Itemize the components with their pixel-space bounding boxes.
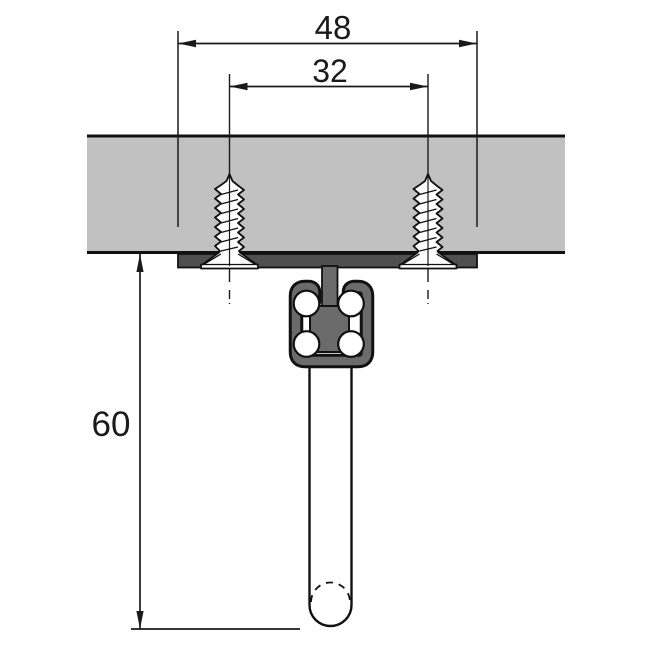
roller-top-right [337,289,365,318]
dimension-label-48: 48 [315,9,352,46]
dimension-label-60: 60 [92,405,131,444]
panel-body [87,134,565,254]
dimension-screw-spacing: 32 [229,53,428,91]
profile-wall [291,282,372,366]
hanging-rod [308,364,353,628]
dimension-drop-height: 60 [92,254,300,630]
arrowhead-left-icon [229,82,248,91]
arrowhead-left-icon [178,39,196,48]
track-profile [288,279,375,369]
rod-body [308,364,353,628]
arrowhead-right-icon [459,39,477,48]
arrowhead-top-icon [136,254,144,272]
arrowhead-right-icon [410,82,428,91]
arrowhead-bottom-icon [136,611,144,629]
rod-hidden-ball-arc [310,581,351,603]
dimension-outer-width: 48 [177,9,478,227]
roller-bottom-right [337,330,365,358]
roller-top-left [292,289,321,318]
dimension-label-32: 32 [312,53,348,89]
roller-bottom-left [292,330,321,358]
mounting-panel [87,134,565,254]
